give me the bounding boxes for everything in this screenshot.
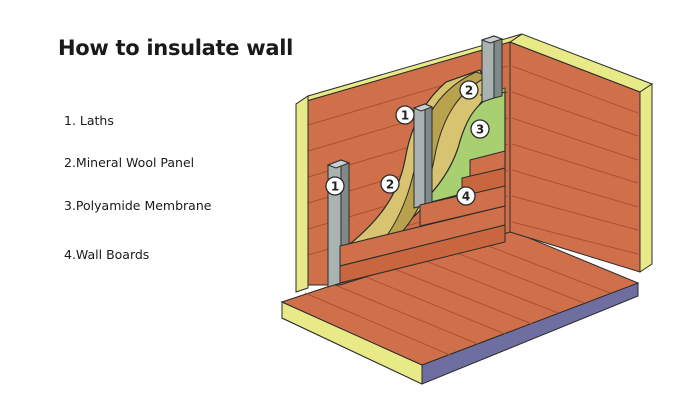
svg-text:3: 3 bbox=[476, 123, 484, 137]
marker-mineral-wool-2: 2 bbox=[459, 80, 479, 100]
legend-item-mineral-wool-panel: 2.Mineral Wool Panel bbox=[64, 155, 195, 170]
svg-text:1: 1 bbox=[331, 180, 339, 194]
marker-laths-2: 1 bbox=[395, 105, 415, 125]
marker-mineral-wool-1: 2 bbox=[380, 174, 400, 194]
lath-middle bbox=[412, 103, 434, 209]
wall-boards bbox=[339, 150, 506, 284]
marker-laths-1: 1 bbox=[325, 176, 345, 196]
marker-wall-boards: 4 bbox=[456, 186, 476, 206]
svg-text:1: 1 bbox=[401, 109, 409, 123]
legend-item-wall-boards: 4.Wall Boards bbox=[64, 247, 150, 262]
legend-item-polyamide-membrane: 3.Polyamide Membrane bbox=[64, 198, 212, 213]
lath-back bbox=[480, 35, 504, 103]
svg-text:4: 4 bbox=[462, 190, 470, 204]
back-wall-side-edge bbox=[295, 95, 309, 293]
right-wall-side-edge bbox=[639, 83, 653, 273]
marker-polyamide-membrane: 3 bbox=[470, 119, 490, 139]
page-title: How to insulate wall bbox=[58, 36, 294, 60]
legend-item-laths: 1. Laths bbox=[64, 113, 114, 128]
svg-text:2: 2 bbox=[386, 178, 394, 192]
svg-text:2: 2 bbox=[465, 84, 473, 98]
